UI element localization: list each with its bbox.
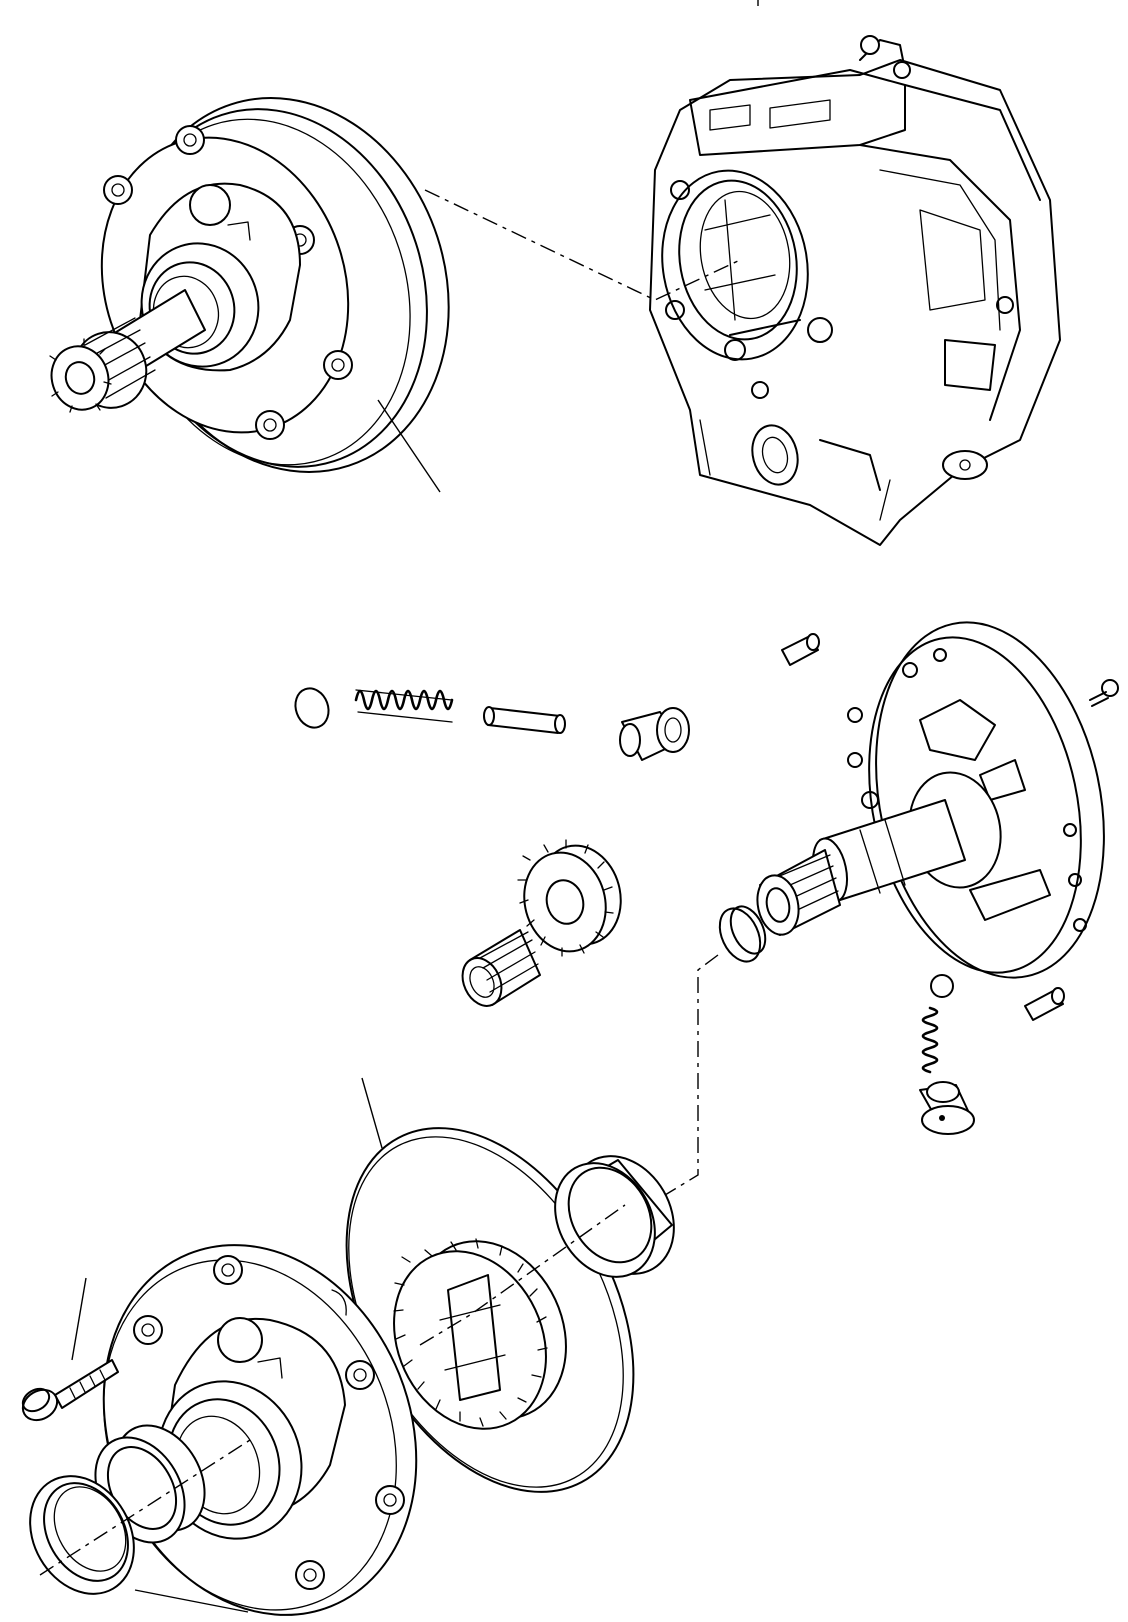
- leader-pump-assembly: [378, 400, 440, 492]
- dowel-pin-lower: [1025, 988, 1064, 1020]
- valve-pin: [484, 707, 565, 733]
- check-ball: [931, 975, 953, 997]
- pump-assembly: [43, 56, 496, 513]
- drive-gear: [366, 1216, 594, 1454]
- dowel-pin: [782, 634, 819, 665]
- shaft-seal-ring: [712, 901, 772, 968]
- valve-spring: [356, 690, 452, 722]
- leader-o-ring: [362, 1078, 382, 1148]
- needle-bearing: [455, 930, 540, 1012]
- centerline-lower: [40, 1205, 625, 1575]
- leader-cover-seal: [135, 1590, 248, 1612]
- centerline-mid: [665, 955, 718, 1195]
- cover-bolt: [17, 1360, 118, 1426]
- transmission-housing: [648, 36, 1060, 545]
- driven-gear: [513, 836, 631, 960]
- bushing-ring: [535, 1137, 694, 1295]
- check-plug: [920, 1082, 974, 1134]
- pump-body-plate: [752, 601, 1128, 999]
- valve-cap-disc: [290, 684, 334, 733]
- valve-plug: [620, 708, 689, 760]
- check-spring: [923, 1008, 937, 1072]
- leader-cover-bolt: [72, 1278, 86, 1360]
- cover-seal: [9, 1457, 154, 1612]
- small-screw: [1090, 680, 1118, 706]
